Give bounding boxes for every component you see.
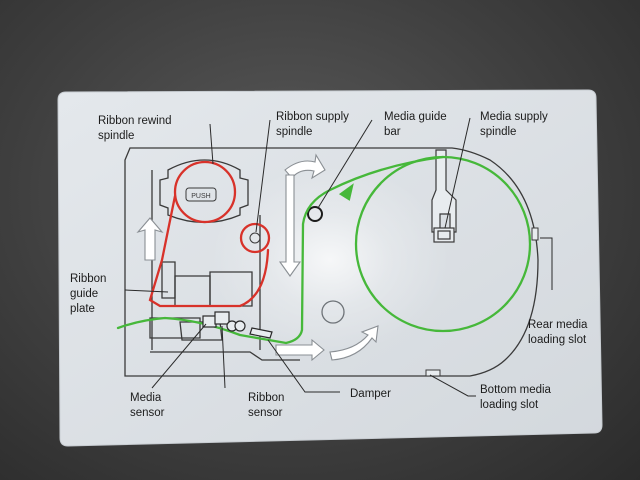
light-glare [210, 165, 450, 355]
label-bottom-media-loading-slot: Bottom media loading slot [480, 384, 554, 411]
sensors [202, 311, 273, 339]
diagram-labels: Ribbon rewind spindle Ribbon supply spin… [70, 111, 591, 419]
media-guide-bar-roller [307, 206, 323, 222]
ribbon-supply-core [249, 232, 261, 244]
label-media-supply-spindle: Media supply spindle [480, 111, 551, 138]
bottom-media-loading-slot-marker [425, 369, 441, 377]
label-ribbon-rewind-spindle: Ribbon rewind spindle [98, 115, 175, 142]
ribbon-supply-spindle [239, 222, 271, 254]
label-ribbon-guide-plate: Ribbon guide plate [70, 273, 110, 315]
flow-arrows [136, 153, 379, 362]
media-supply-spindle-assembly [431, 149, 457, 243]
label-ribbon-supply-spindle: Ribbon supply spindle [276, 111, 352, 138]
ribbon-path [148, 160, 271, 308]
label-media-guide-bar: Media guide bar [384, 111, 450, 138]
label-rear-media-loading-slot: Rear media loading slot [528, 319, 591, 346]
leader-lines [124, 117, 553, 397]
rewind-spindle-badge: PUSH [191, 193, 210, 200]
lower-roller [321, 300, 345, 324]
ribbon-rewind-spindle [173, 160, 237, 224]
label-media-sensor: Media sensor [130, 392, 165, 419]
label-ribbon-sensor: Ribbon sensor [248, 392, 288, 419]
media-path [116, 155, 532, 345]
rear-media-loading-slot-marker [531, 227, 539, 241]
label-damper: Damper [350, 388, 391, 400]
